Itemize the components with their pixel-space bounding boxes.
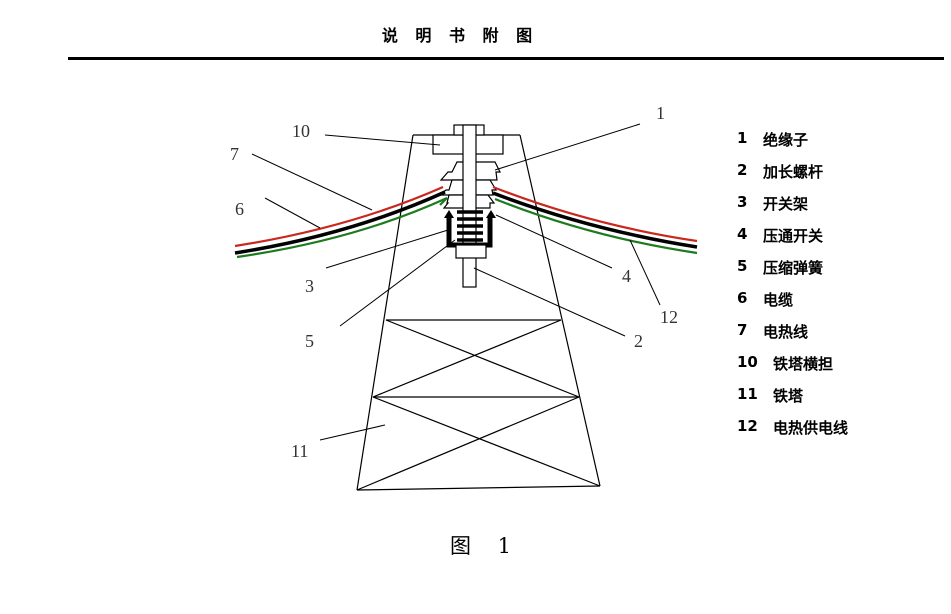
legend-num: 11 — [737, 385, 758, 403]
legend-item: 3 开关架 — [737, 193, 848, 225]
legend-item: 6 电缆 — [737, 289, 848, 321]
legend-label: 压缩弹簧 — [763, 259, 824, 277]
legend-num: 12 — [737, 417, 758, 435]
legend-item: 7 电热线 — [737, 321, 848, 353]
compression-spring — [457, 210, 483, 242]
figure-caption: 图 1 — [450, 534, 522, 558]
extended-bolt — [462, 124, 477, 288]
callout-4: 4 — [622, 266, 631, 286]
legend-item: 10 铁塔横担 — [737, 353, 848, 385]
callout-5: 5 — [305, 331, 314, 351]
legend-item: 11 铁塔 — [737, 385, 848, 417]
page-title: 说 明 书 附 图 — [381, 26, 539, 45]
legend-num: 6 — [737, 289, 748, 307]
callout-3: 3 — [305, 276, 314, 296]
legend-label: 电缆 — [763, 291, 794, 309]
legend-item: 2 加长螺杆 — [737, 161, 848, 193]
legend-label: 电热供电线 — [773, 419, 849, 437]
legend-label: 铁塔 — [773, 387, 804, 405]
callout-7: 7 — [230, 144, 239, 164]
legend-num: 10 — [737, 353, 758, 371]
legend-label: 压通开关 — [763, 227, 824, 245]
callout-11: 11 — [291, 441, 308, 461]
header-rule — [68, 57, 944, 60]
cables — [234, 185, 698, 259]
legend-label: 绝缘子 — [763, 131, 809, 149]
callout-10: 10 — [292, 121, 310, 141]
legend-num: 2 — [737, 161, 748, 179]
legend-label: 铁塔横担 — [773, 355, 834, 373]
legend-num: 3 — [737, 193, 748, 211]
legend-num: 5 — [737, 257, 748, 275]
callout-2: 2 — [634, 331, 643, 351]
callout-12: 12 — [660, 307, 678, 327]
legend-label: 电热线 — [763, 323, 809, 341]
legend-num: 7 — [737, 321, 748, 339]
callout-1: 1 — [656, 103, 665, 123]
legend-item: 12 电热供电线 — [737, 417, 848, 449]
legend-num: 1 — [737, 129, 748, 147]
legend-item: 5 压缩弹簧 — [737, 257, 848, 289]
legend-num: 4 — [737, 225, 748, 243]
parts-legend: 1 绝缘子 2 加长螺杆 3 开关架 4 压通开关 5 压缩弹簧 6 电缆 7 电热线 10 铁… — [737, 129, 848, 449]
legend-label: 开关架 — [763, 195, 809, 213]
callout-6: 6 — [235, 199, 244, 219]
leader-lines — [251, 123, 661, 441]
legend-label: 加长螺杆 — [763, 163, 824, 181]
iron-tower — [356, 134, 601, 491]
legend-item: 1 绝缘子 — [737, 129, 848, 161]
switch-frame — [444, 210, 496, 259]
legend-item: 4 压通开关 — [737, 225, 848, 257]
